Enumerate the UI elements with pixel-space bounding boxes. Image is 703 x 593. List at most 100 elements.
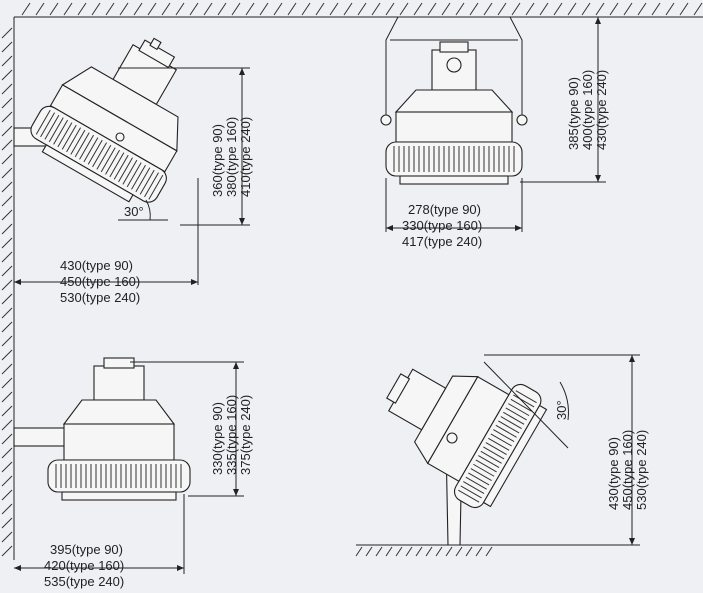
cooling-fin	[48, 117, 64, 143]
cooling-fin	[35, 109, 51, 135]
wall-hatch-stroke	[1, 391, 13, 403]
wall-hatch-stroke	[1, 531, 13, 543]
tl-height-3: 410(type 240)	[238, 117, 253, 197]
cooling-fin	[513, 394, 535, 408]
cooling-fin	[79, 134, 94, 160]
br-height-2: 450(type 160)	[620, 430, 635, 510]
wall-hatch-stroke	[1, 181, 13, 193]
floor-hatch	[355, 544, 500, 557]
wall-hatch-stroke	[1, 97, 13, 109]
wall-hatch-stroke	[1, 447, 13, 459]
tl-height-2: 380(type 160)	[224, 117, 239, 197]
cooling-fin	[503, 411, 525, 425]
ceiling-hatch-stroke	[567, 2, 577, 16]
ceiling-hatch-stroke	[483, 2, 493, 16]
ceiling-hatch-stroke	[539, 2, 549, 16]
cooling-fin	[465, 476, 487, 490]
cooling-fin	[495, 424, 517, 438]
tr-width-3: 417(type 240)	[402, 234, 482, 249]
wall-hatch-stroke	[1, 335, 13, 347]
wall-mount-straight-dimensions: 330(type 90) 335(type 160) 375(type 240)…	[14, 361, 253, 589]
br-height-3: 530(type 240)	[634, 430, 649, 510]
floor-hatch-stroke	[415, 546, 423, 557]
ceiling-hatch-stroke	[329, 2, 339, 16]
cooling-fin	[485, 442, 507, 456]
tl-angle: 30°	[124, 204, 144, 219]
ceiling-hatch-stroke	[77, 2, 87, 16]
ceiling-hatch-stroke	[287, 2, 297, 16]
wall-hatch-stroke	[1, 111, 13, 123]
wall-hatch-stroke	[1, 41, 13, 53]
ceiling-hatch-stroke	[315, 2, 325, 16]
cooling-fin	[508, 403, 530, 417]
tr-width-2: 330(type 160)	[402, 218, 482, 233]
wall-hatch-stroke	[1, 433, 13, 445]
wall-mount-tilted-dimensions: 360(type 90) 380(type 160) 410(type 240)…	[14, 67, 253, 305]
ceiling-hatch-stroke	[119, 2, 129, 16]
cooling-fin	[92, 142, 107, 168]
cooling-fin	[473, 463, 495, 477]
bl-height-2: 335(type 160)	[224, 395, 239, 475]
ceiling-hatch-stroke	[273, 2, 283, 16]
wall-hatch-stroke	[1, 195, 13, 207]
ceiling-hatch-stroke	[679, 2, 689, 16]
cooling-fin	[74, 132, 90, 158]
floor-hatch-stroke	[485, 546, 493, 557]
ceiling-hatch-stroke	[525, 2, 535, 16]
ceiling-hatch-stroke	[665, 2, 675, 16]
cooling-fin	[500, 416, 522, 430]
wall-hatch-stroke	[1, 461, 13, 473]
tr-width-1: 278(type 90)	[408, 202, 481, 217]
ceiling-hatch-stroke	[441, 2, 451, 16]
wall-hatch-stroke	[1, 363, 13, 375]
tr-height-2: 400(type 160)	[580, 70, 595, 150]
ceiling-hatch-stroke	[553, 2, 563, 16]
wall-hatch-stroke	[1, 517, 13, 529]
ceiling-hatch-stroke	[357, 2, 367, 16]
cooling-fin	[53, 119, 69, 145]
floor-hatch-stroke	[455, 546, 463, 557]
ceiling-hatch-stroke	[35, 2, 45, 16]
ceiling-hatch-stroke	[693, 2, 703, 16]
cooling-fin	[483, 446, 505, 460]
floor-hatch-stroke	[425, 546, 433, 557]
cooling-fin	[463, 481, 485, 495]
wall-hatch-stroke	[1, 321, 13, 333]
wall-hatch-stroke	[1, 349, 13, 361]
wall-hatch-stroke	[1, 223, 13, 235]
ceiling-hatch-stroke	[651, 2, 661, 16]
ceiling-hatch-stroke	[371, 2, 381, 16]
cooling-fin	[83, 137, 99, 163]
cooling-fin	[498, 420, 520, 434]
br-angle: 30°	[554, 400, 569, 420]
ceiling-hatch-stroke	[427, 2, 437, 16]
cooling-fin	[100, 147, 116, 173]
ceiling-hatch-stroke	[609, 2, 619, 16]
wall-hatch-stroke	[1, 83, 13, 95]
wall-hatch-stroke	[1, 307, 13, 319]
cooling-fin	[139, 169, 155, 195]
floor-mount-dimensions: 430(type 90) 450(type 160) 530(type 240)…	[483, 354, 649, 546]
wall-hatch-stroke	[1, 293, 13, 305]
wall-hatch-stroke	[1, 237, 13, 249]
wall-hatch-stroke	[1, 139, 13, 151]
cooling-fin	[57, 122, 73, 148]
cooling-fin	[70, 129, 86, 155]
ceiling-hatch-stroke	[189, 2, 199, 16]
tr-height-1: 385(type 90)	[566, 77, 581, 150]
cooling-fin	[87, 139, 103, 165]
wall-hatch-stroke	[1, 279, 13, 291]
cooling-fin	[458, 489, 480, 503]
cooling-fin	[475, 459, 497, 473]
ceiling-hatch-stroke	[203, 2, 213, 16]
ceiling-hatch-stroke	[133, 2, 143, 16]
cooling-fin	[135, 167, 151, 193]
floor-hatch-stroke	[405, 546, 413, 557]
ceiling-hatch-stroke	[469, 2, 479, 16]
cooling-fin	[122, 159, 138, 185]
cooling-fin	[96, 144, 112, 170]
tl-width-2: 450(type 160)	[60, 274, 140, 289]
wall-hatch-stroke	[1, 55, 13, 67]
bl-width-2: 420(type 160)	[44, 558, 124, 573]
cooling-fin	[493, 429, 515, 443]
